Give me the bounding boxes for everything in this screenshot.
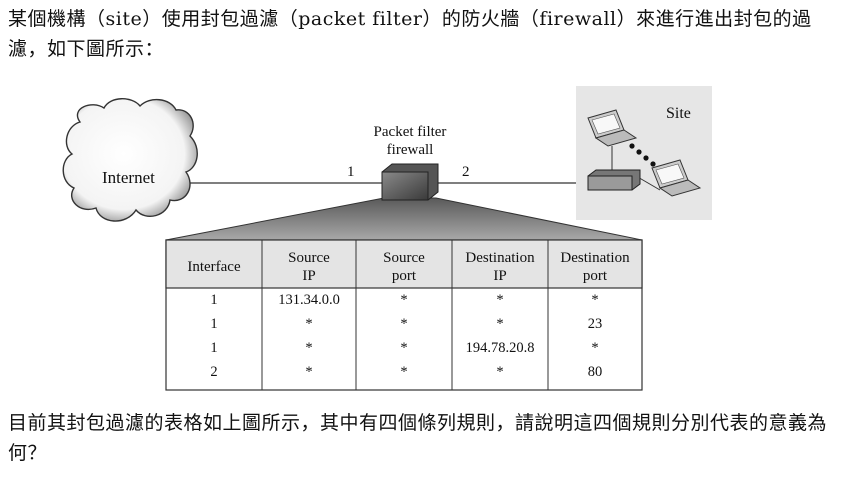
- table-cell: *: [305, 340, 312, 356]
- header-destination-port-line1: Destination: [560, 250, 630, 266]
- site-label: Site: [666, 105, 691, 122]
- interface-1-label: 1: [347, 164, 355, 180]
- laptop-icon: [587, 109, 638, 147]
- table-cell: 1: [210, 292, 217, 308]
- table-cell: 1: [210, 316, 217, 332]
- question-ask: 目前其封包過濾的表格如上圖所示，其中有四個條列規則，請說明這四個規則分別代表的意…: [8, 412, 828, 464]
- laptop-icon: [651, 159, 702, 197]
- firewall-box-icon: [381, 163, 439, 201]
- table-cell: 80: [588, 364, 603, 380]
- filter-table: Interface Source IP Source port Destinat…: [165, 239, 643, 391]
- table-cell: *: [305, 316, 312, 332]
- table-cell: *: [305, 364, 312, 380]
- internet-cloud-icon: [62, 98, 198, 222]
- internet-label: Internet: [102, 168, 155, 187]
- interface-2-label: 2: [462, 164, 470, 180]
- header-source-port-line2: port: [392, 268, 417, 284]
- table-cell: *: [400, 292, 407, 308]
- header-destination-ip-line2: IP: [493, 268, 506, 284]
- table-cell: *: [400, 340, 407, 356]
- table-cell: 131.34.0.0: [278, 292, 340, 308]
- funnel-shape: [165, 197, 643, 241]
- table-cell: 23: [588, 316, 603, 332]
- table-cell: *: [400, 364, 407, 380]
- table-cell: 1: [210, 340, 217, 356]
- header-source-ip-line2: IP: [302, 268, 315, 284]
- table-cell: 2: [210, 364, 217, 380]
- firewall-label-line1: Packet filter: [374, 124, 447, 140]
- question-intro: 某個機構（site）使用封包過濾（packet filter）的防火牆（fire…: [8, 8, 812, 60]
- firewall-label-line2: firewall: [387, 142, 434, 158]
- header-source-ip-line1: Source: [288, 250, 330, 266]
- table-cell: *: [496, 292, 503, 308]
- header-source-port-line1: Source: [383, 250, 425, 266]
- router-icon: [587, 169, 641, 191]
- table-cell: *: [496, 364, 503, 380]
- header-destination-port-line2: port: [583, 268, 608, 284]
- table-cell: *: [591, 292, 598, 308]
- table-cell: 194.78.20.8: [466, 340, 535, 356]
- table-cell: *: [591, 340, 598, 356]
- header-destination-ip-line1: Destination: [465, 250, 535, 266]
- table-cell: *: [496, 316, 503, 332]
- ellipsis-dots-icon: [629, 143, 656, 167]
- site-panel: [576, 86, 712, 220]
- header-interface: Interface: [187, 259, 241, 275]
- table-cell: *: [400, 316, 407, 332]
